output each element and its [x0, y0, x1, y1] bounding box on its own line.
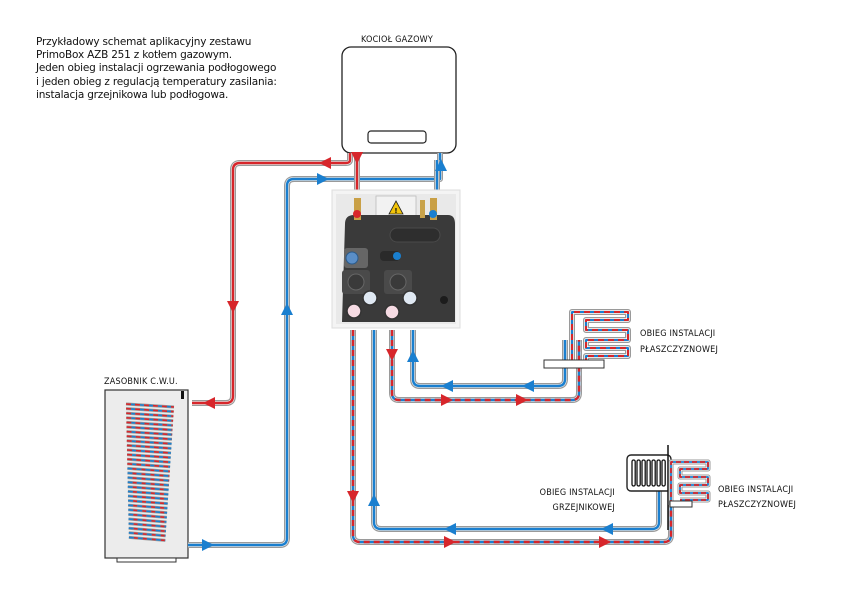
- pump-station: !: [331, 189, 461, 329]
- thermometer-supply-2: [384, 304, 400, 320]
- arrow-supply: [441, 394, 453, 406]
- floor-heating-coil-2: [668, 459, 711, 505]
- radiator-fin: [651, 459, 656, 487]
- arrow-return: [444, 523, 456, 535]
- radiator-circuit-label-line1: OBIEG INSTALACJI: [540, 488, 615, 498]
- floor-circuit-2-label-line2: PŁASZCZYZNOWEJ: [718, 500, 796, 510]
- dhw-heating-coil: [125, 402, 175, 542]
- arrow-return: [435, 159, 447, 171]
- return-valve: [429, 210, 437, 218]
- arrow-supply: [516, 394, 528, 406]
- floor-1-manifold-bar: [543, 359, 605, 369]
- radiator: [626, 445, 672, 530]
- floor1-supply-pipe: [389, 330, 582, 403]
- arrow-supply: [347, 491, 359, 503]
- floor-circuit-1-label-line1: OBIEG INSTALACJI: [640, 329, 715, 339]
- radiator-fin: [631, 459, 636, 487]
- supply-valve: [353, 210, 361, 218]
- radiator-fin: [636, 459, 641, 487]
- warning-triangle-icon: [388, 200, 404, 215]
- floor-heating-coil-1: [569, 309, 631, 366]
- thermometer-return-2: [402, 290, 418, 306]
- circuit2-return-pipe: [371, 330, 662, 532]
- thermometer-supply-1: [346, 303, 362, 319]
- arrow-return: [317, 173, 329, 185]
- circuit2-supply-pipe: [350, 330, 674, 545]
- arrow-return: [368, 494, 380, 506]
- gas-boiler: [341, 46, 457, 154]
- description-line: Jeden obieg instalacji ogrzewania podłog…: [36, 62, 277, 75]
- radiator-fin: [641, 459, 646, 487]
- arrow-return: [202, 539, 214, 551]
- arrow-return: [281, 303, 293, 315]
- dhw-tank: [104, 389, 189, 563]
- radiator-fin: [646, 459, 651, 487]
- flow-arrows: [202, 152, 613, 551]
- radiator-circuit-label-line2: GRZEJNIKOWEJ: [553, 503, 616, 513]
- description-text: Przykładowy schemat aplikacyjny zestawu …: [36, 36, 277, 102]
- mixing-valve-actuator: [345, 251, 359, 265]
- arrow-return: [601, 523, 613, 535]
- svg-text:!: !: [394, 207, 397, 215]
- thermometer-return-1: [362, 290, 378, 306]
- arrow-supply: [319, 157, 331, 169]
- arrow-supply: [227, 301, 239, 313]
- description-line: Przykładowy schemat aplikacyjny zestawu: [36, 36, 252, 48]
- boiler-label: KOCIOŁ GAZOWY: [361, 35, 433, 45]
- arrow-supply: [444, 536, 456, 548]
- floor-2-manifold-bar: [669, 500, 693, 508]
- floor-circuit-2-label-line1: OBIEG INSTALACJI: [718, 485, 793, 495]
- arrow-return: [522, 380, 534, 392]
- arrow-return: [407, 350, 419, 362]
- arrow-supply: [351, 152, 363, 164]
- description-line: PrimoBox AZB 251 z kotłem gazowym.: [36, 49, 232, 62]
- arrow-supply: [599, 536, 611, 548]
- dhw-tank-label: ZASOBNIK C.W.U.: [104, 377, 178, 387]
- arrow-supply: [203, 397, 215, 409]
- description-line: i jeden obieg z regulacją temperatury za…: [36, 75, 277, 88]
- arrow-supply: [386, 349, 398, 361]
- radiator-fin: [661, 459, 666, 487]
- description-line: instalacja grzejnikowa lub podłogowa.: [36, 88, 229, 101]
- radiator-fin: [656, 459, 661, 487]
- floor1-return-pipe: [410, 330, 568, 389]
- dhw-supply-pipe: [192, 153, 353, 406]
- floor-circuit-1-label-line2: PŁASZCZYZNOWEJ: [640, 345, 718, 355]
- arrow-return: [441, 380, 453, 392]
